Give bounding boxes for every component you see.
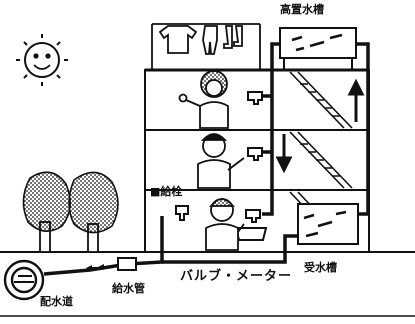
water-faucet-label: ■給栓 — [150, 185, 183, 198]
person-3f-icon — [178, 70, 229, 129]
tree-right — [68, 171, 119, 253]
faucet-icon — [175, 91, 263, 223]
water-main-label: 配水道 — [40, 295, 73, 308]
water-main-icon — [3, 259, 45, 301]
elevated-tank-icon — [279, 27, 357, 70]
supply-pipe — [43, 42, 370, 276]
tree-left — [22, 171, 71, 253]
service-pipe-label: 給水管 — [112, 282, 145, 295]
down-arrow-icon — [275, 134, 293, 174]
person-1f-icon — [205, 198, 245, 251]
laundry-icon — [151, 23, 261, 70]
right-arrows-icon — [86, 264, 110, 271]
valve-meter-label: バルブ・メーター — [180, 269, 293, 284]
sun-icon — [16, 34, 68, 86]
up-arrow-icon — [347, 78, 365, 122]
meter-icon — [117, 257, 137, 271]
elevated-tank-label: 高置水槽 — [280, 3, 324, 16]
person-2f-icon — [197, 133, 245, 189]
receiving-tank-label: 受水槽 — [304, 261, 337, 274]
receiving-tank-icon — [297, 203, 359, 245]
